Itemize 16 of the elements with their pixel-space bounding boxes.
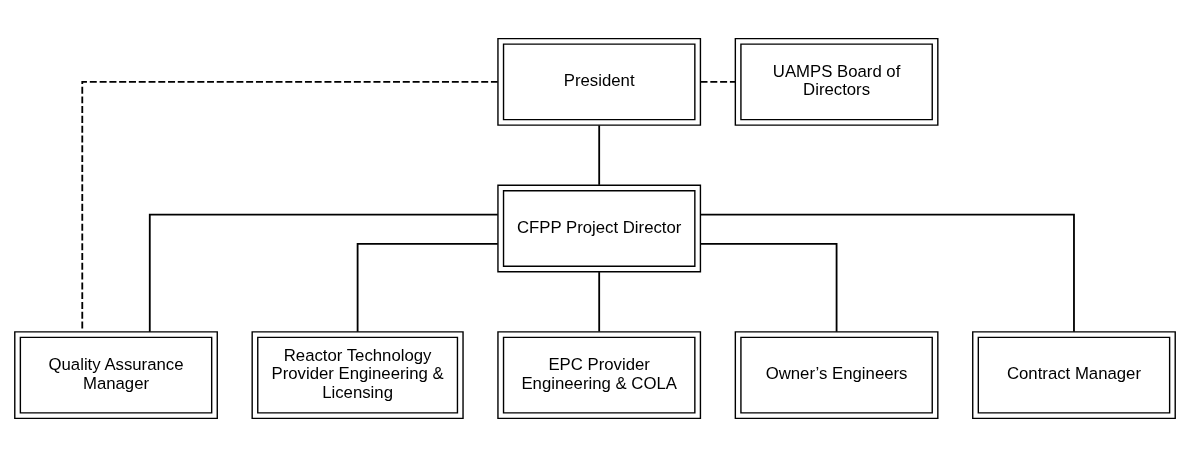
node-box: Contract Manager: [972, 330, 1176, 419]
node-box: Reactor Technology Provider Engineering & Licensing: [251, 330, 464, 419]
node-box: CFPP Project Director: [497, 184, 702, 272]
node-box: Quality Assurance Manager: [14, 330, 218, 419]
connector: [148, 213, 499, 333]
connector: [81, 80, 499, 332]
connector: [699, 80, 737, 83]
node-box: Owner’s Engineers: [734, 330, 939, 419]
node-box: UAMPS Board of Directors: [734, 37, 939, 126]
node-box: President: [497, 37, 702, 126]
node-box: EPC Provider Engineering & COLA: [497, 330, 702, 419]
connector: [699, 213, 1075, 333]
connector: [356, 242, 499, 333]
connector: [699, 242, 838, 333]
connector: [598, 124, 601, 186]
connector: [598, 270, 601, 332]
